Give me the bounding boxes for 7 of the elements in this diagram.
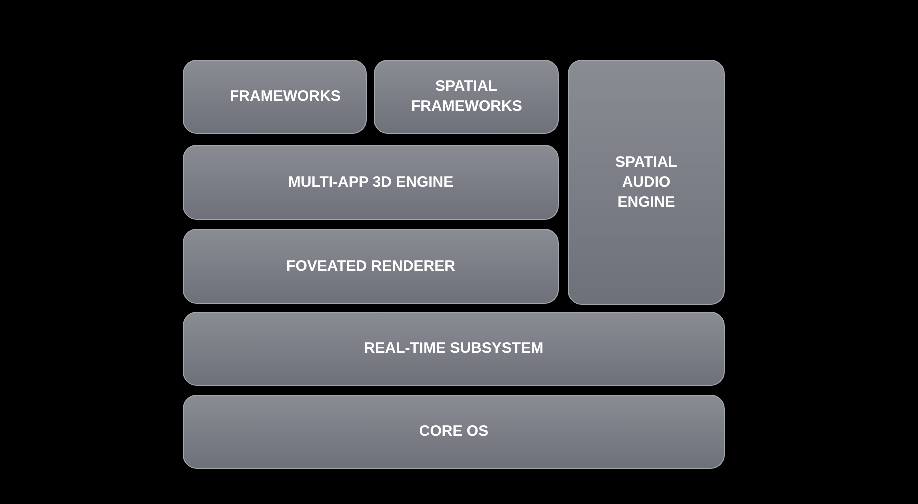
layer-block: REAL-TIME SUBSYSTEM xyxy=(183,312,725,386)
layer-block: FRAMEWORKS xyxy=(183,60,367,134)
layer-block: MULTI-APP 3D ENGINE xyxy=(183,145,559,220)
layer-block: CORE OS xyxy=(183,395,725,469)
layer-block: SPATIAL FRAMEWORKS xyxy=(374,60,559,134)
layer-block: SPATIAL AUDIO ENGINE xyxy=(568,60,725,305)
layer-block: FOVEATED RENDERER xyxy=(183,229,559,304)
